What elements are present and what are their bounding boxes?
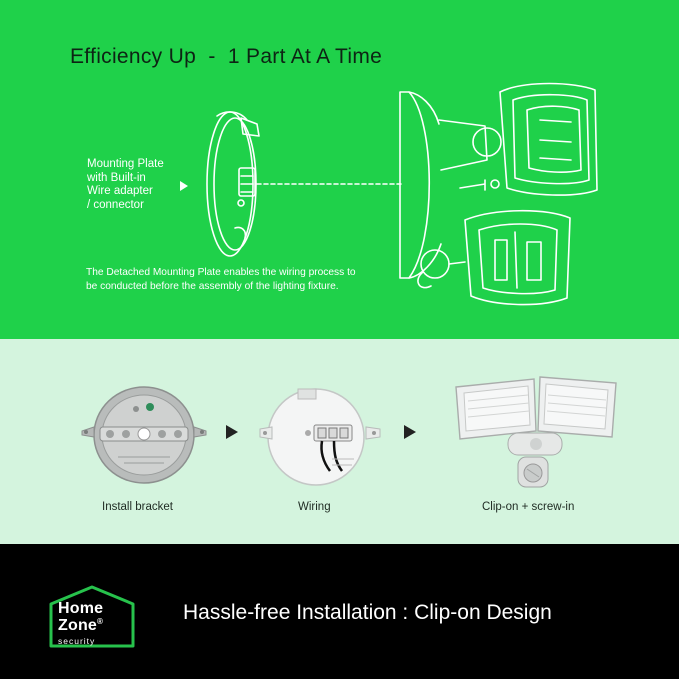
logo-zone-word: Zone [58, 617, 98, 634]
callout-line: / connector [87, 198, 144, 211]
play-arrow-icon [226, 425, 238, 439]
mounting-plate-image [259, 388, 381, 486]
house-outline-icon [49, 585, 135, 648]
step-label: Wiring [298, 501, 331, 513]
callout-arrow-icon [180, 181, 188, 191]
mounting-plate-callout: Mounting Plate with Built-in Wire adapte… [87, 158, 187, 212]
step-label: Install bracket [102, 501, 173, 513]
callout-line: Wire adapter [87, 185, 153, 198]
logo-zone: Zone® [58, 617, 103, 635]
registered-mark: ® [97, 617, 104, 626]
mounting-plate-note: The Detached Mounting Plate enables the … [86, 267, 356, 292]
logo-home: Home [58, 600, 104, 617]
tagline: Hassle-free Installation : Clip-on Desig… [183, 601, 552, 624]
exploded-fixture-drawing [206, 82, 598, 306]
installation-steps: Install bracket Wiring [0, 339, 679, 544]
step-label: Clip-on + screw-in [482, 501, 575, 513]
logo-security: security [58, 636, 96, 646]
headline: Efficiency Up - 1 Part At A Time [70, 45, 383, 68]
efficiency-panel: Efficiency Up - 1 Part At A Time Mountin… [0, 0, 679, 339]
play-arrow-icon [404, 425, 416, 439]
callout-line: Mounting Plate [87, 158, 164, 170]
homezone-logo: Home Zone® security [48, 584, 136, 648]
callout-line: with Built-in [87, 171, 146, 184]
floodlight-image [455, 376, 617, 488]
junction-box-image [81, 386, 207, 484]
brand-band: Home Zone® security Hassle-free Installa… [0, 544, 679, 679]
